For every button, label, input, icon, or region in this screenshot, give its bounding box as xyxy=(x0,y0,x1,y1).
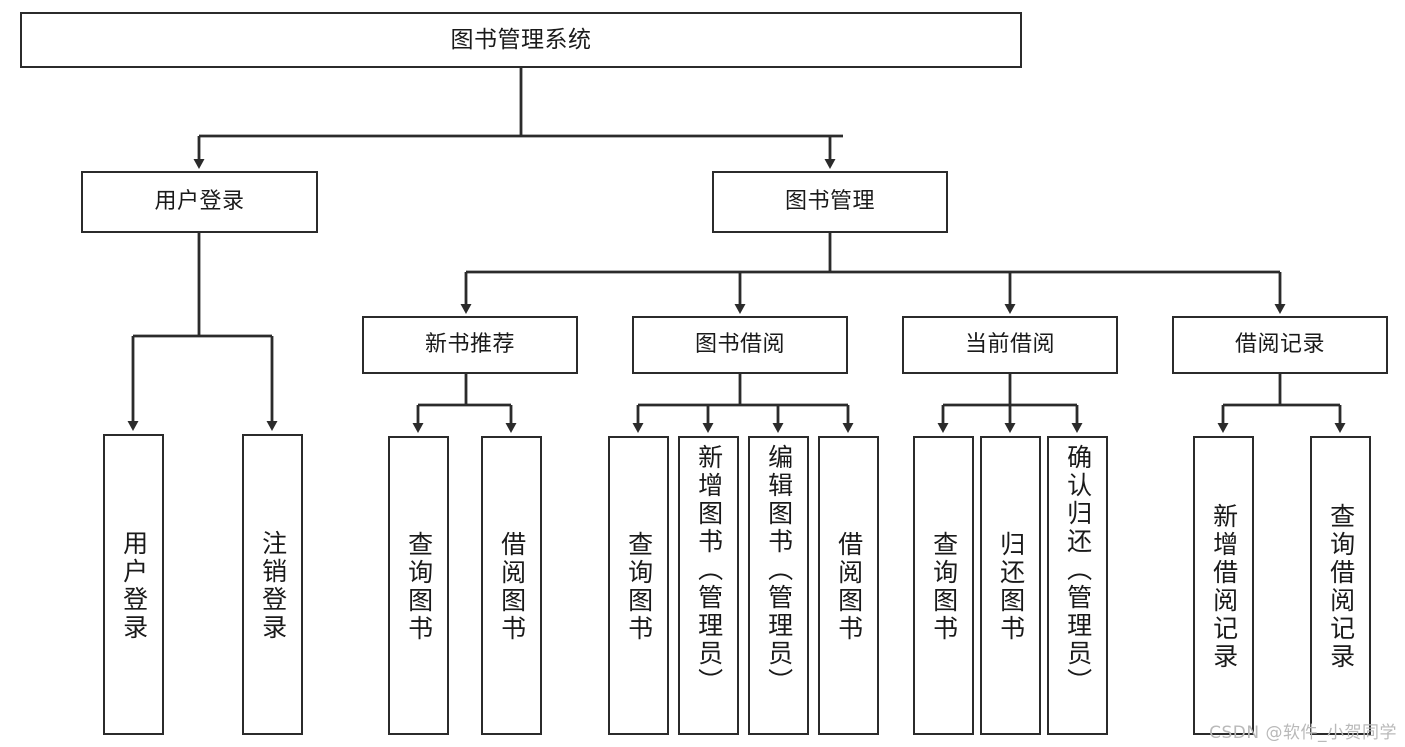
node-leaf-query-borrow-record-label: 查询借阅记录 xyxy=(1326,502,1356,671)
node-leaf-add-book-admin-label: 新增图书（管理员） xyxy=(694,444,724,696)
node-leaf-user-login[interactable]: 用户登录 xyxy=(103,434,164,735)
node-leaf-query-borrow-record[interactable]: 查询借阅记录 xyxy=(1310,436,1371,735)
node-leaf-borrow-book-2[interactable]: 借阅图书 xyxy=(818,436,879,735)
node-book-borrow-label: 图书借阅 xyxy=(694,332,785,358)
csdn-watermark: CSDN @软件_小贺同学 xyxy=(1209,723,1397,743)
node-user-login[interactable]: 用户登录 xyxy=(81,171,318,233)
node-leaf-query-book-2[interactable]: 查询图书 xyxy=(608,436,669,735)
node-new-book-recommend-label: 新书推荐 xyxy=(424,332,515,358)
node-leaf-query-book-3-label: 查询图书 xyxy=(929,530,959,643)
node-borrow-records[interactable]: 借阅记录 xyxy=(1172,316,1388,374)
node-leaf-user-login-label: 用户登录 xyxy=(119,529,149,642)
node-root-label: 图书管理系统 xyxy=(450,26,592,53)
node-leaf-add-borrow-record-label: 新增借阅记录 xyxy=(1209,502,1239,671)
node-leaf-edit-book-admin-label: 编辑图书（管理员） xyxy=(764,444,794,696)
node-leaf-edit-book-admin[interactable]: 编辑图书（管理员） xyxy=(748,436,809,735)
node-leaf-query-book-2-label: 查询图书 xyxy=(624,530,654,643)
node-current-borrow[interactable]: 当前借阅 xyxy=(902,316,1118,374)
node-leaf-query-book-1[interactable]: 查询图书 xyxy=(388,436,449,735)
node-new-book-recommend[interactable]: 新书推荐 xyxy=(362,316,578,374)
node-leaf-return-book[interactable]: 归还图书 xyxy=(980,436,1041,735)
node-book-management-label: 图书管理 xyxy=(784,189,875,215)
node-leaf-query-book-1-label: 查询图书 xyxy=(404,530,434,643)
node-leaf-borrow-book-2-label: 借阅图书 xyxy=(834,530,864,643)
node-leaf-logout-label: 注销登录 xyxy=(258,529,288,642)
node-book-borrow[interactable]: 图书借阅 xyxy=(632,316,848,374)
node-book-management[interactable]: 图书管理 xyxy=(712,171,948,233)
node-leaf-query-book-3[interactable]: 查询图书 xyxy=(913,436,974,735)
node-borrow-records-label: 借阅记录 xyxy=(1234,332,1325,358)
node-leaf-confirm-return-admin-label: 确认归还（管理员） xyxy=(1063,444,1093,696)
node-leaf-add-borrow-record[interactable]: 新增借阅记录 xyxy=(1193,436,1254,735)
node-leaf-confirm-return-admin[interactable]: 确认归还（管理员） xyxy=(1047,436,1108,735)
node-leaf-borrow-book-1-label: 借阅图书 xyxy=(497,530,527,643)
node-user-login-label: 用户登录 xyxy=(154,189,245,215)
node-current-borrow-label: 当前借阅 xyxy=(964,332,1055,358)
node-leaf-borrow-book-1[interactable]: 借阅图书 xyxy=(481,436,542,735)
node-leaf-logout[interactable]: 注销登录 xyxy=(242,434,303,735)
node-root[interactable]: 图书管理系统 xyxy=(20,12,1022,68)
node-leaf-add-book-admin[interactable]: 新增图书（管理员） xyxy=(678,436,739,735)
node-leaf-return-book-label: 归还图书 xyxy=(996,530,1026,643)
